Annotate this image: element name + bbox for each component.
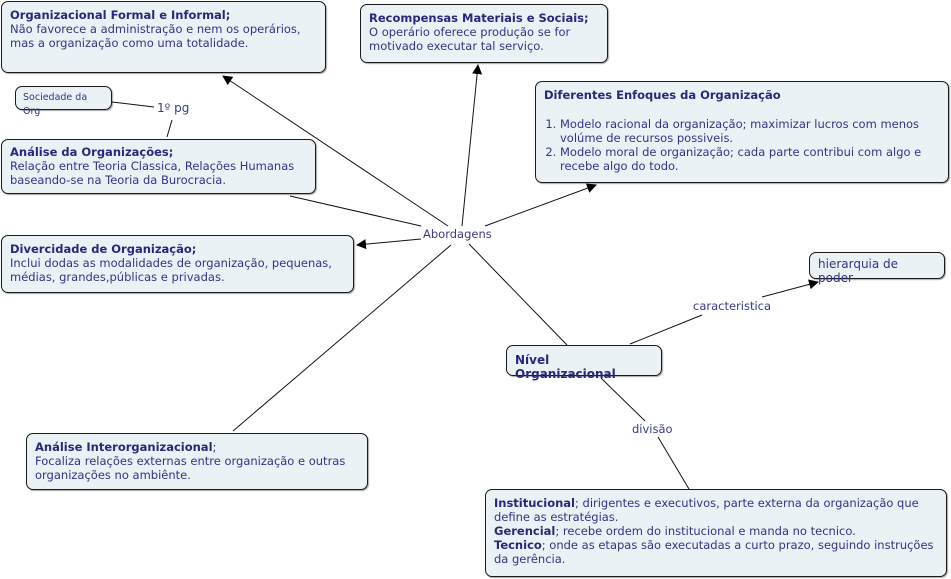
node-body: O operário oferece produção se for motiv… (369, 25, 571, 53)
niveis-row: Tecnico; onde as etapas são executadas a… (494, 538, 938, 566)
link-caracteristica-hierarquia (761, 279, 819, 298)
node-analise-interorganizacional[interactable]: Análise Interorganizacional; Focaliza re… (26, 433, 368, 490)
node-title: Diferentes Enfoques da Organização (544, 88, 781, 102)
link-abordagens-nivel (468, 243, 568, 346)
link-label-divisao: divisão (630, 422, 675, 436)
link-abordagens-enfoques (484, 183, 597, 227)
link-label-caracteristica: caracteristica (691, 299, 774, 313)
enfoques-item: Modelo racional da organização; maximiza… (560, 117, 940, 145)
node-organizacional-formal-informal[interactable]: Organizacional Formal e Informal; Não fa… (1, 1, 326, 73)
hub-abordagens[interactable]: Abordagens (421, 227, 494, 241)
link-abordagens-formal-informal (222, 75, 449, 227)
node-title-suffix: ; (212, 440, 217, 454)
niveis-text: ; dirigentes e executivos, parte externa… (494, 496, 919, 524)
node-sociedade-da-org[interactable]: Sociedade da Org (15, 86, 112, 117)
node-hierarquia-de-poder[interactable]: hierarquia de poder (809, 252, 945, 285)
link-nivel-caracteristica (629, 314, 703, 345)
niveis-term: Gerencial (494, 524, 556, 538)
node-title: Análise Interorganizacional (35, 440, 213, 454)
link-analise-abordagens (289, 195, 422, 227)
node-nivel-organizacional[interactable]: Nível Organizacional (506, 345, 662, 381)
link-pg-analise (166, 119, 173, 138)
niveis-text: ; onde as etapas são executadas a curto … (494, 538, 934, 566)
node-analise-organizacoes[interactable]: Análise da Organizações; Relação entre T… (1, 139, 316, 194)
link-abordagens-divercidade (356, 238, 422, 250)
node-recompensas[interactable]: Recompensas Materiais e Sociais; O operá… (360, 4, 608, 63)
node-title: Análise da Organizações; (10, 145, 174, 159)
node-label: Sociedade da Org (23, 92, 88, 117)
node-diferentes-enfoques[interactable]: Diferentes Enfoques da Organização Model… (535, 81, 949, 183)
niveis-text: ; recebe ordem do institucional e manda … (555, 524, 856, 538)
node-body: Inclui dodas as modalidades de organizaç… (10, 256, 332, 284)
enfoques-list: Modelo racional da organização; maximiza… (544, 117, 940, 173)
node-label: hierarquia de poder (818, 257, 899, 285)
node-title: Recompensas Materiais e Sociais; (369, 11, 589, 25)
link-label-primeiro-pg: 1º pg (155, 101, 192, 115)
niveis-term: Tecnico (494, 538, 542, 552)
node-label: Nível Organizacional (515, 353, 616, 381)
niveis-term: Institucional (494, 496, 575, 510)
node-title: Divercidade de Organização; (10, 242, 197, 256)
link-abordagens-interorg (232, 244, 452, 432)
link-divisao-niveis (657, 436, 690, 490)
enfoques-item: Modelo moral de organização; cada parte … (560, 145, 940, 173)
node-niveis-organizacionais[interactable]: Institucional; dirigentes e executivos, … (485, 489, 947, 577)
node-body: Não favorece a administração e nem os op… (10, 22, 301, 50)
niveis-row: Gerencial; recebe ordem do institucional… (494, 524, 938, 538)
node-body: Relação entre Teoria Classica, Relações … (10, 159, 295, 187)
niveis-row: Institucional; dirigentes e executivos, … (494, 496, 938, 524)
node-body: Focaliza relações externas entre organiz… (35, 454, 346, 482)
node-title: Organizacional Formal e Informal; (10, 8, 231, 22)
link-nivel-divisao (600, 377, 646, 422)
link-sociedade-pg (111, 101, 155, 108)
node-divercidade-organizacao[interactable]: Divercidade de Organização; Inclui dodas… (1, 235, 354, 293)
link-abordagens-recompensas (461, 64, 483, 227)
